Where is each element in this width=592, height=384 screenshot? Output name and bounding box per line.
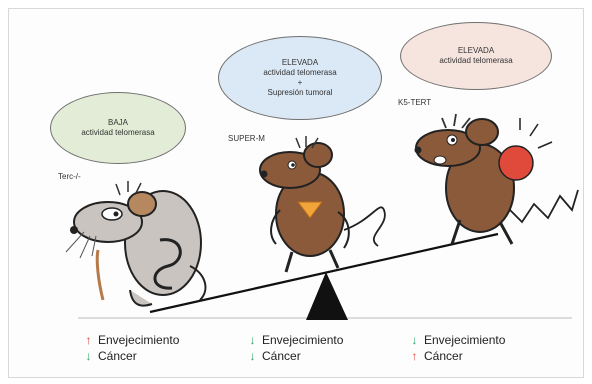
old-mouse-illustration — [65, 181, 207, 307]
super-emblem-icon — [297, 201, 323, 219]
bubble-line: actividad telomerasa — [81, 128, 155, 137]
seesaw-plank — [149, 232, 499, 314]
legend-label: Cáncer — [98, 349, 137, 363]
bubble-line: BAJA — [107, 118, 128, 127]
bubble-line: ELEVADA — [457, 46, 495, 55]
legend-k5-tert: ↓ Envejecimiento ↑ Cáncer — [410, 332, 506, 364]
bubble-line: actividad telomerasa — [439, 56, 513, 65]
legend-row: ↓ Cáncer — [84, 348, 179, 364]
old-mouse-body — [124, 190, 202, 296]
tumor-icon — [498, 145, 534, 181]
legend-row: ↓ Cáncer — [248, 348, 343, 364]
legend-label: Envejecimiento — [98, 333, 180, 347]
legend-label: Cáncer — [424, 349, 463, 363]
arrow-up-icon: ↑ — [85, 333, 92, 347]
arrow-down-icon: ↓ — [249, 333, 256, 347]
arrow-down-icon: ↓ — [411, 333, 418, 347]
label-super-m-mouse: SUPER-M — [228, 134, 265, 143]
label-k5-tert-mouse: K5-TERT — [398, 98, 432, 107]
alert-lines-icon — [519, 118, 553, 149]
bubble-high-telomerase-suppression: ELEVADA actividad telomerasa + Supresión… — [218, 36, 382, 120]
bubble-low-telomerase: BAJA actividad telomerasa — [50, 92, 186, 164]
seesaw-fulcrum — [306, 272, 348, 320]
bubble-line: ELEVADA — [281, 58, 319, 67]
bubble-line: Supresión tumoral — [267, 88, 333, 97]
super-m-mouse-ear — [303, 142, 333, 168]
legend-terc: ↑ Envejecimiento ↓ Cáncer — [84, 332, 180, 364]
legend-row: ↓ Envejecimiento — [248, 332, 344, 348]
legend-label: Cáncer — [262, 349, 301, 363]
legend-label: Envejecimiento — [424, 333, 506, 347]
walking-cane — [95, 249, 105, 301]
legend-label: Envejecimiento — [262, 333, 344, 347]
bubble-line: actividad telomerasa — [263, 68, 337, 77]
label-terc-mouse: Terc-/- — [58, 172, 81, 181]
bubble-line: + — [297, 78, 303, 87]
legend-row: ↓ Envejecimiento — [410, 332, 506, 348]
legend-row: ↑ Cáncer — [410, 348, 505, 364]
old-mouse-head — [73, 201, 143, 243]
old-mouse-ear — [127, 191, 157, 217]
arrow-up-icon: ↑ — [411, 349, 418, 363]
legend-super-m: ↓ Envejecimiento ↓ Cáncer — [248, 332, 344, 364]
k5-tert-mouse-ear — [465, 118, 499, 146]
arrow-down-icon: ↓ — [85, 349, 92, 363]
k5-tert-mouse-illustration — [414, 113, 579, 245]
bubble-high-telomerase: ELEVADA actividad telomerasa — [400, 22, 552, 90]
super-m-mouse-illustration — [259, 136, 386, 273]
legend-row: ↑ Envejecimiento — [84, 332, 180, 348]
arrow-down-icon: ↓ — [249, 349, 256, 363]
